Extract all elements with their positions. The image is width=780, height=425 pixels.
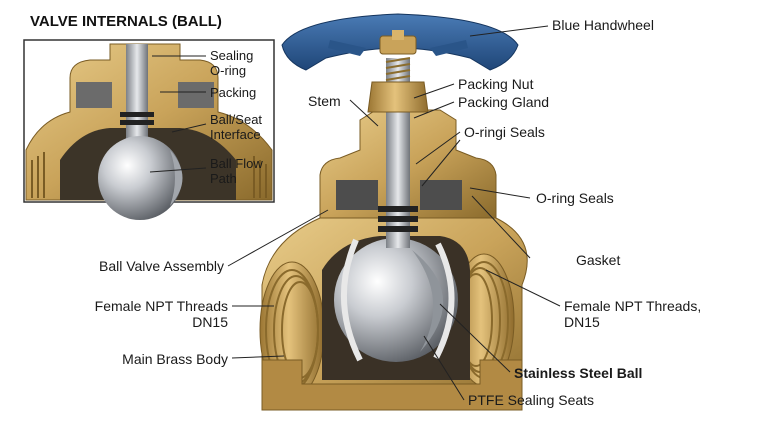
label-ball-seat-interface: Ball/Seat Interface <box>210 112 263 142</box>
label-ptfe-sealing-seats: PTFE Sealing Seats <box>468 392 595 408</box>
label-stem: Stem <box>308 93 341 109</box>
label-oringi-seals: O-ringi Seals <box>464 124 545 140</box>
label-blue-handwheel: Blue Handwheel <box>552 17 654 33</box>
label-gasket: Gasket <box>576 252 621 268</box>
label-packing-nut: Packing Nut <box>458 76 534 92</box>
inset-panel <box>23 39 275 220</box>
label-main-brass-body: Main Brass Body <box>122 351 228 367</box>
label-ball-flow-path: Ball Flow Path <box>210 156 263 186</box>
label-female-npt-left: Female NPT Threads DN15 <box>94 298 228 330</box>
leader-lines <box>227 25 561 401</box>
label-oring-seals: O-ring Seals <box>536 190 614 206</box>
label-stainless-steel-ball: Stainless Steel Ball <box>514 365 643 381</box>
inset-title: VALVE INTERNALS (BALL) <box>30 13 222 30</box>
label-ball-valve-assembly: Ball Valve Assembly <box>98 258 224 274</box>
label-female-npt-right: Female NPT Threads, DN15 <box>564 298 702 330</box>
label-packing-gland: Packing Gland <box>458 94 550 110</box>
label-packing: Packing <box>210 85 257 100</box>
label-sealing-oring: Sealing O-ring <box>210 48 254 78</box>
